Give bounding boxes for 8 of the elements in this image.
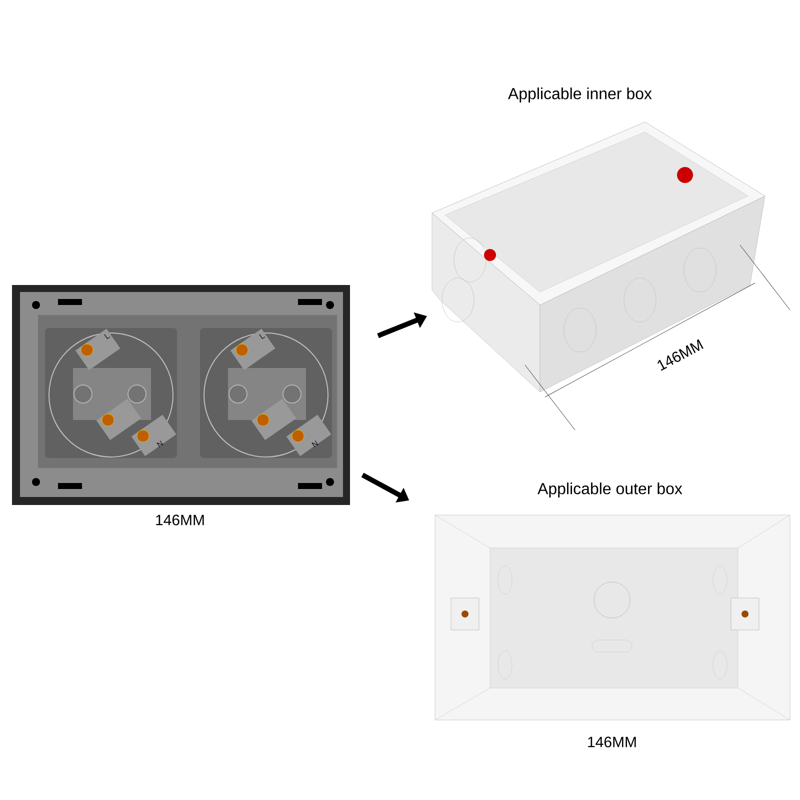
terminal-letter: N: [312, 440, 318, 448]
terminal-letter: N: [156, 440, 164, 448]
dimension-label: 146MM: [588, 736, 636, 748]
heading-text: Applicable inner box: [508, 88, 652, 102]
heading-text: Applicable outer box: [538, 482, 682, 498]
terminal-letter: L: [104, 334, 110, 340]
terminal-letter: L: [259, 334, 266, 340]
dimension-label: 146MM: [156, 514, 204, 526]
